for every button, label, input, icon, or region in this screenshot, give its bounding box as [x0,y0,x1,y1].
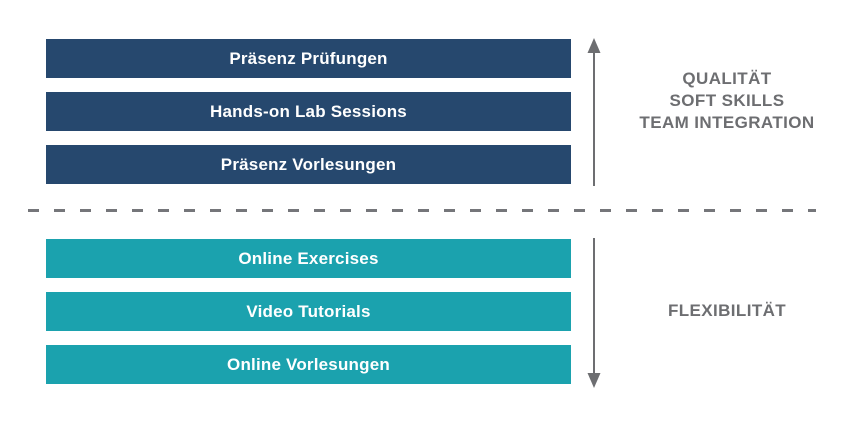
arrow-up-icon [587,38,601,186]
side-label-flexibility: FLEXIBILITÄT [630,300,824,322]
bar-label: Präsenz Vorlesungen [220,154,397,174]
bar-praesenz-vorlesungen: Präsenz Vorlesungen [46,145,571,184]
divider-dashed-line [28,209,816,212]
bar-online-vorlesungen: Online Vorlesungen [46,345,571,384]
arrow-down-icon [587,238,601,388]
bar-video-tutorials: Video Tutorials [46,292,571,331]
bar-label: Online Exercises [238,248,379,268]
side-label-line: QUALITÄT [682,69,772,88]
bar-praesenz-pruefungen: Präsenz Prüfungen [46,39,571,78]
bar-label: Präsenz Prüfungen [229,48,388,68]
side-label-line: TEAM INTEGRATION [639,113,815,132]
bar-label: Online Vorlesungen [227,354,390,374]
bar-label: Video Tutorials [246,301,371,321]
side-label-line: FLEXIBILITÄT [667,301,787,320]
bar-label: Hands-on Lab Sessions [210,101,407,121]
side-label-quality: QUALITÄT SOFT SKILLS TEAM INTEGRATION [630,68,824,134]
bar-hands-on-lab-sessions: Hands-on Lab Sessions [46,92,571,131]
side-label-line: SOFT SKILLS [669,91,785,110]
bar-online-exercises: Online Exercises [46,239,571,278]
